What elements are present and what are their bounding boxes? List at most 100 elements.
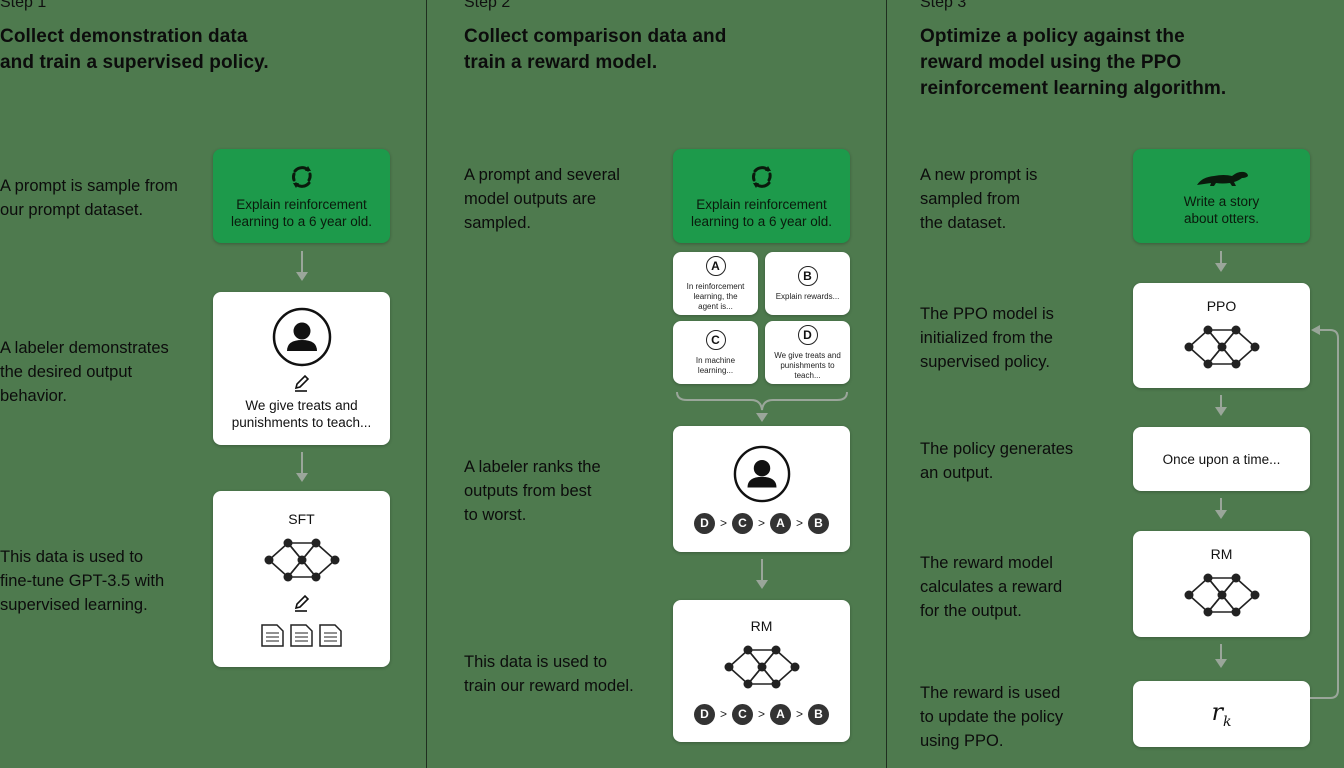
step3-output-text: Once upon a time... [1162, 451, 1281, 467]
step2-label: Step 2 [464, 0, 511, 11]
step2-side-text-2: A labeler ranks the outputs from best to… [464, 458, 601, 524]
pencil-icon [294, 374, 309, 392]
column-divider-1 [426, 0, 427, 768]
output-card-b: B Explain rewards... [765, 252, 850, 315]
output-letter-a: A [705, 255, 726, 276]
step3-prompt-card: Write a story about otters. [1133, 149, 1310, 243]
otter-icon [1196, 171, 1248, 186]
rank-separator: > [719, 516, 727, 530]
step3-arrowhead-1 [1215, 263, 1227, 272]
refresh-icon [751, 166, 772, 188]
step1-side-text-2: A labeler demonstrates the desired outpu… [0, 339, 169, 405]
output-text-b: Explain rewards... [775, 291, 840, 301]
step3-side-text-4: The reward model calculates a reward for… [920, 554, 1063, 620]
rank-separator: > [796, 707, 804, 721]
step3-output-card: Once upon a time... [1133, 427, 1310, 491]
step3-arrowhead-3 [1215, 510, 1227, 519]
rank-item: B [808, 703, 830, 725]
rank-item: D [693, 512, 715, 534]
step2-arrowhead-1 [756, 413, 768, 422]
step1-arrow-1 [301, 251, 303, 273]
documents-group [260, 623, 343, 648]
rank-separator: > [757, 516, 765, 530]
rank-item: A [770, 512, 791, 534]
step1-sft-card: SFT [213, 491, 390, 667]
step1-arrowhead-1 [296, 272, 308, 281]
neural-network-icon [1184, 325, 1259, 368]
neural-network-icon [724, 645, 799, 688]
step3-arrow-1 [1220, 251, 1222, 264]
output-text-c: In machine learning... [695, 355, 736, 375]
output-card-d: D We give treats and punishments to teac… [765, 321, 850, 384]
step3-arrowhead-2 [1215, 407, 1227, 416]
step2-title: Collect comparison data and train a rewa… [464, 26, 727, 73]
reward-r: r [1211, 698, 1223, 727]
output-letter-b: B [797, 265, 818, 286]
step2-side-text-3: This data is used to train our reward mo… [464, 653, 634, 695]
ranking-row: D > C > A > B [693, 703, 830, 725]
step3-rm-card: RM [1133, 531, 1310, 637]
step3-arrowhead-4 [1215, 659, 1227, 668]
rank-separator: > [796, 516, 804, 530]
document-icon [319, 623, 342, 647]
column-divider-2 [886, 0, 887, 768]
ranking-row: D > C > A > B [693, 512, 830, 534]
step3-title: Optimize a policy against the reward mod… [920, 26, 1227, 99]
step3-arrow-2 [1220, 395, 1222, 408]
document-icon [290, 623, 313, 647]
step1-side-text-1: A prompt is sample from our prompt datas… [0, 177, 178, 219]
step3-side-text-2: The PPO model is initialized from the su… [920, 305, 1054, 371]
step1-prompt-text: Explain reinforcement learning to a 6 ye… [230, 197, 373, 229]
feedback-loop-arrow [1310, 325, 1339, 699]
step3-arrow-3 [1220, 498, 1222, 511]
step2-prompt-text: Explain reinforcement learning to a 6 ye… [690, 197, 833, 229]
step3-ppo-card: PPO [1133, 283, 1310, 388]
step2-rm-card: RM D > C > A > B [673, 600, 850, 742]
step1-arrowhead-2 [296, 473, 308, 482]
rank-item: A [770, 703, 791, 725]
refresh-icon [291, 166, 312, 188]
step1-demo-text: We give treats and punishments to teach.… [231, 397, 372, 430]
document-icon [261, 623, 284, 647]
output-text-a: In reinforcement learning, the agent is.… [686, 281, 745, 311]
step3-label: Step 3 [920, 0, 967, 11]
output-letter-c: C [705, 329, 726, 350]
output-letter-d: D [797, 324, 818, 345]
step2-arrowhead-2 [756, 580, 768, 589]
step3-ppo-label: PPO [1206, 297, 1237, 314]
step1-title: Collect demonstration data and train a s… [0, 26, 269, 73]
step3-rm-label: RM [1210, 546, 1233, 562]
step1-prompt-card: Explain reinforcement learning to a 6 ye… [213, 149, 390, 243]
output-text-d: We give treats and punishments to teach.… [774, 350, 841, 380]
rank-item: C [731, 512, 753, 534]
rank-item: B [808, 512, 830, 534]
step1-demo-card: We give treats and punishments to teach.… [213, 292, 390, 445]
step1-arrow-2 [301, 452, 303, 474]
rank-item: D [693, 703, 715, 725]
step3-arrow-4 [1220, 644, 1222, 660]
bracket-brace [676, 391, 848, 411]
step2-rm-label: RM [750, 617, 773, 634]
step1-sft-label: SFT [288, 510, 315, 527]
neural-network-icon [1184, 573, 1259, 617]
step3-side-text-5: The reward is used to update the policy … [920, 684, 1064, 750]
step3-side-text-1: A new prompt is sampled from the dataset… [920, 166, 1038, 232]
pencil-icon [294, 594, 309, 612]
labeler-avatar-icon [272, 307, 331, 366]
labeler-avatar-icon [733, 445, 790, 502]
step2-rank-card: D > C > A > B [673, 426, 850, 552]
rank-item: C [731, 703, 753, 725]
step3-prompt-text: Write a story about otters. [1183, 194, 1260, 226]
step1-label: Step 1 [0, 0, 47, 11]
step2-side-text-1: A prompt and several model outputs are s… [464, 166, 620, 232]
step2-arrow-2 [761, 559, 763, 581]
reward-subscript: k [1223, 713, 1232, 730]
step1-side-text-3: This data is used to fine-tune GPT-3.5 w… [0, 548, 165, 614]
output-card-c: C In machine learning... [673, 321, 758, 384]
step3-reward-card: rk [1133, 681, 1310, 747]
neural-network-icon [264, 538, 339, 581]
step3-side-text-3: The policy generates an output. [920, 440, 1074, 482]
rank-separator: > [719, 707, 727, 721]
rank-separator: > [757, 707, 765, 721]
output-card-a: A In reinforcement learning, the agent i… [673, 252, 758, 315]
